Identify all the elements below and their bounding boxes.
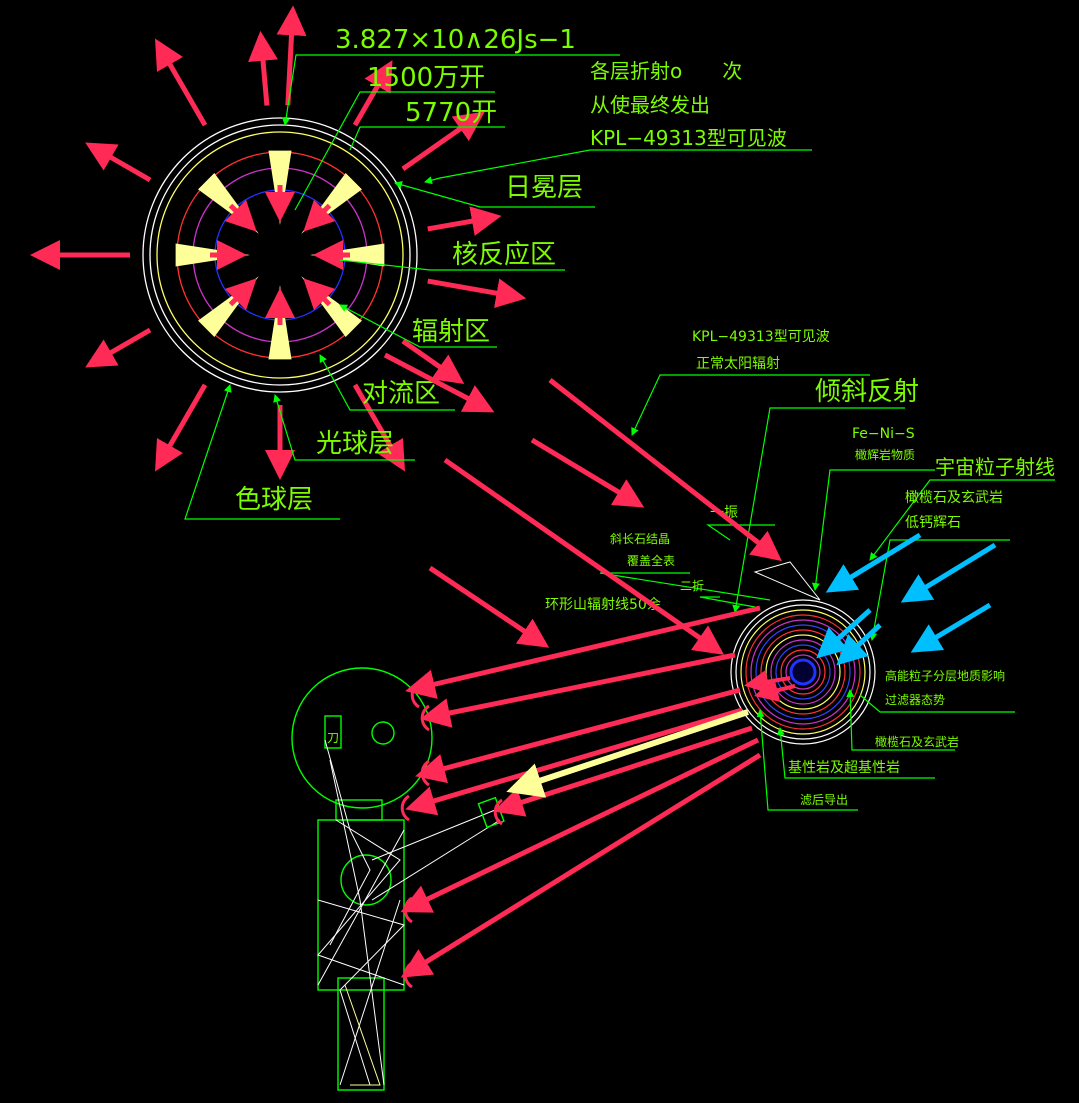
sun-surface-temp-label: 5770开 <box>405 98 497 128</box>
planet-wave-label: KPL−49313型可见波 <box>692 329 830 345</box>
planet-ring-0 <box>730 599 876 745</box>
cosmic-ray-4 <box>836 623 882 666</box>
svg-text:刀: 刀 <box>327 731 339 745</box>
sun-diagram <box>29 5 527 480</box>
sun-convection-label: 对流区 <box>362 379 440 409</box>
sun-ray-6 <box>352 383 405 472</box>
sun-refraction-label: 各层折射o 次 <box>590 59 742 83</box>
planet-ring-2 <box>740 609 866 735</box>
planet-leaders <box>599 374 1055 811</box>
planet-plagioclase-label: 斜长石结晶 <box>610 532 670 546</box>
sun-inner-arrow-1 <box>303 278 336 311</box>
planet-basic-rock-label: 基性岩及超基性岩 <box>788 759 900 776</box>
sun-inner-arrow-7 <box>303 199 336 232</box>
incoming-ray-3 <box>428 565 550 648</box>
sun-emit-label: 从使最终发出 <box>590 93 710 117</box>
sun-ray-1 <box>352 60 393 127</box>
receiver-hook-3 <box>400 794 410 822</box>
planet-normal-rad-label: 正常太阳辐射 <box>696 356 780 372</box>
incoming-ray-4 <box>383 352 495 413</box>
planet-ring-1 <box>735 604 871 740</box>
incoming-ray-1 <box>530 437 645 508</box>
sun-core-temp-label: 1500万开 <box>367 63 485 93</box>
planet-rings <box>730 599 876 745</box>
incoming-ray-2 <box>443 457 725 655</box>
planet-crater-label: 环形山辐射线50余 <box>545 596 661 613</box>
sun-corona-label: 日冕层 <box>505 173 583 203</box>
sun-outer-ring-2 <box>149 124 411 386</box>
sun-ray-11 <box>85 142 152 183</box>
sun-inner-arrow-5 <box>224 199 257 232</box>
planet-olivine-basalt-label: 橄榄石及玄武岩 <box>905 489 1003 506</box>
sun-ray-5 <box>401 338 465 385</box>
sun-outer-ring-3 <box>156 131 404 379</box>
sun-outer-rays <box>29 5 527 480</box>
planet-core <box>789 658 817 686</box>
sun-leaders <box>184 54 812 520</box>
planet-fe-ni-label: Fe−Ni−S <box>852 426 915 442</box>
sun-ray-4 <box>427 278 527 308</box>
sun-outer-ring-1 <box>142 117 418 393</box>
cosmic-ray-0 <box>825 532 922 593</box>
planet-cover-label: 覆盖全表 <box>627 553 675 568</box>
planet-diagram <box>730 561 876 745</box>
sun-ray-8 <box>155 383 208 472</box>
sun-ray-13 <box>248 30 278 106</box>
sun-ray-0 <box>276 5 307 106</box>
planet-inner-arrow-1 <box>754 678 796 702</box>
beam-yellow <box>506 709 749 798</box>
machine-receiver-hooks <box>400 681 503 989</box>
sun-inner-spikes <box>175 150 385 360</box>
planet-ring-8 <box>770 639 836 705</box>
planet-filter-state-label: 过滤器态势 <box>885 693 945 707</box>
sun-photosphere-label: 光球层 <box>316 429 394 459</box>
beam-2 <box>415 687 741 784</box>
reflected-beams <box>400 605 762 978</box>
sun-chromosphere-label: 色球层 <box>235 485 313 515</box>
sun-ray-9 <box>85 327 152 368</box>
sun-radiation-label: 辐射区 <box>412 317 490 347</box>
cosmic-ray-2 <box>910 602 992 653</box>
planet-ring-10 <box>780 649 826 695</box>
beam-5 <box>400 737 760 913</box>
planet-low-ca-label: 低钙辉石 <box>905 515 961 531</box>
planet-pyroxene-label: 橄辉岩物质 <box>855 447 915 462</box>
planet-filtered-out-label: 滤后导出 <box>800 793 848 807</box>
beam-0 <box>405 605 761 699</box>
beam-6 <box>400 752 762 978</box>
beam-1 <box>420 652 736 728</box>
planet-inner-arrows <box>744 669 796 702</box>
planet-two-fold-label: 二折 <box>680 578 704 593</box>
planet-ring-9 <box>775 644 831 700</box>
sun-wave-label: KPL−49313型可见波 <box>590 126 787 150</box>
planet-oblique-label: 倾斜反射 <box>815 377 919 407</box>
incoming-solar-rays <box>383 352 782 655</box>
sun-energy-label: 3.827×10∧26Js−1 <box>335 25 576 55</box>
planet-high-energy-label: 高能粒子分层地质影响 <box>885 668 1005 683</box>
sun-ray-12 <box>155 38 208 127</box>
sun-inner-arrow-3 <box>224 278 257 311</box>
sun-ray-2 <box>401 111 485 172</box>
planet-olivine-basalt2-label: 橄榄石及玄武岩 <box>875 734 959 749</box>
cosmic-ray-3 <box>816 608 872 659</box>
sun-core-label: 核反应区 <box>452 240 556 270</box>
beam-3 <box>405 707 743 816</box>
planet-deflector <box>753 561 821 601</box>
planet-ring-11 <box>785 654 821 690</box>
incoming-ray-0 <box>548 378 782 562</box>
cosmic-ray-1 <box>900 542 997 603</box>
cosmic-particle-rays <box>816 532 997 666</box>
sun-ray-3 <box>427 206 502 236</box>
planet-cosmic-label: 宇宙粒子射线 <box>935 455 1055 479</box>
